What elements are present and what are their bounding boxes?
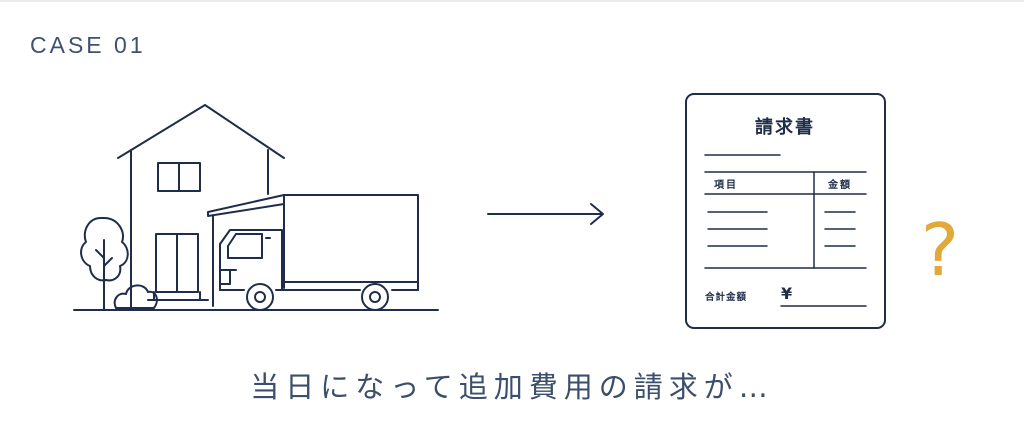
bush-icon — [113, 284, 158, 309]
truck-icon — [219, 194, 419, 311]
case-label: CASE 01 — [30, 32, 146, 58]
invoice-yen-symbol: ¥ — [781, 284, 792, 303]
invoice-column-item: 項目 — [714, 179, 738, 191]
invoice-title: 請求書 — [755, 116, 815, 138]
question-mark-icon: ? — [921, 208, 959, 292]
invoice-document — [685, 93, 886, 329]
tree-icon — [80, 217, 129, 311]
arrow-right-icon — [487, 203, 604, 225]
caption-text: 当日になって追加費用の請求が… — [250, 370, 774, 404]
top-divider — [0, 0, 1024, 2]
invoice-total-label: 合計金額 — [705, 291, 747, 303]
house-icon — [117, 104, 285, 311]
invoice-column-amount: 金額 — [827, 178, 852, 191]
